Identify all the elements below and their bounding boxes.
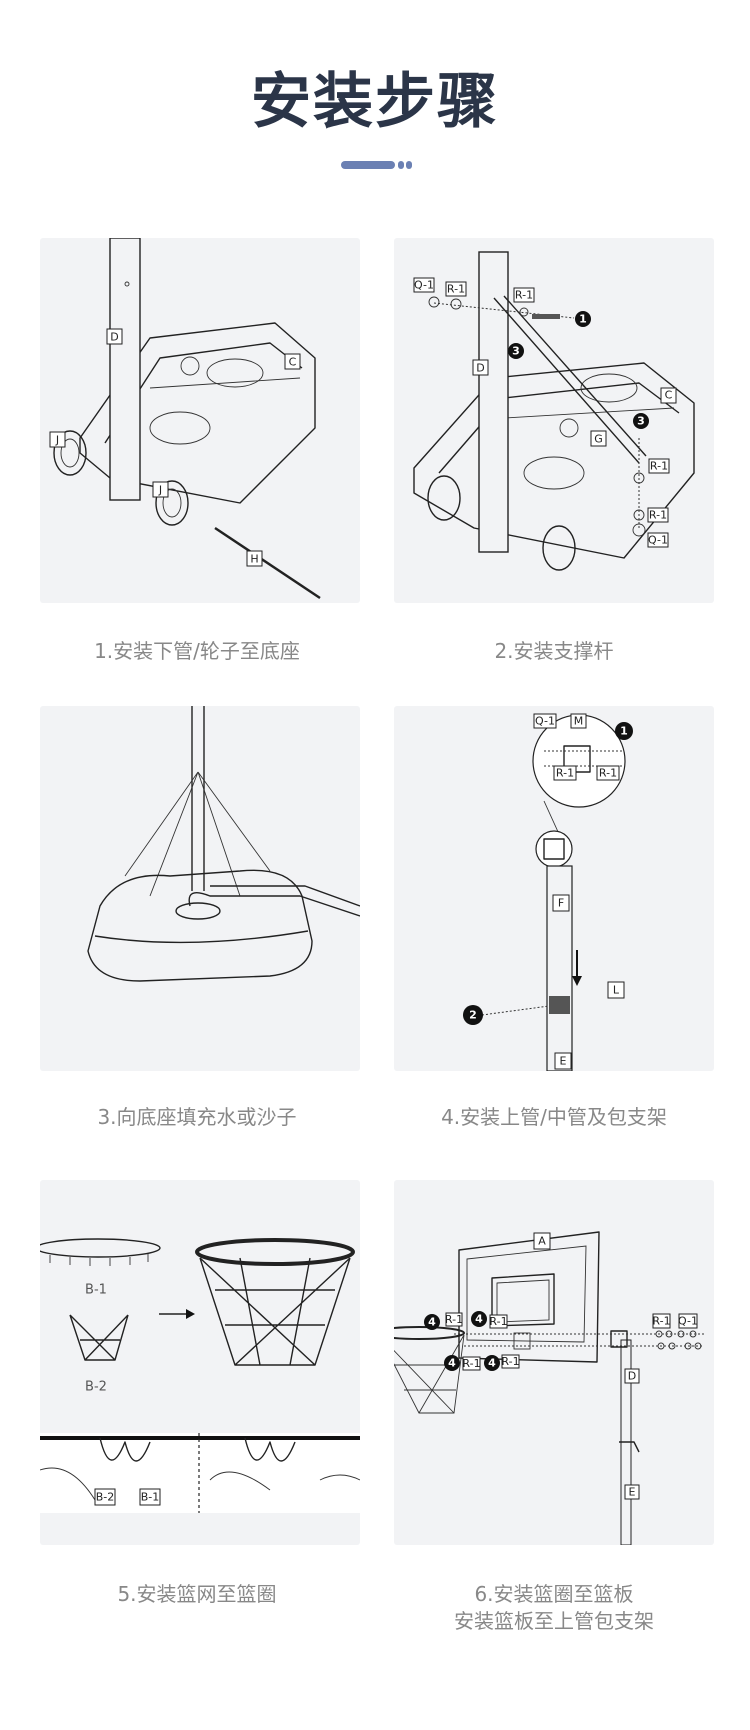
part-label-q1: Q-1 [414, 279, 434, 292]
part-label-j: J [55, 434, 59, 447]
part-label-r1: R-1 [445, 1313, 463, 1326]
part-label-r1: R-1 [501, 1355, 519, 1368]
step-3-caption: 3.向底座填充水或沙子 [97, 1105, 297, 1129]
step-5-illustration: B-1 B-2 B-2 B-1 [40, 1180, 360, 1545]
part-label-q1: Q-1 [648, 534, 668, 547]
step-6-caption-line-1: 6.安装篮圈至篮板 [474, 1582, 634, 1606]
step-number-badge: 4 [428, 1316, 436, 1329]
step-6-caption-line-2: 安装篮板至上管包支架 [454, 1609, 654, 1633]
part-label-r1: R-1 [650, 460, 668, 473]
part-label-e: E [629, 1486, 636, 1499]
step-6-illustration: 4 R-1 4 R-1 4 R-1 4 R-1 R-1 Q-1 A D E [394, 1180, 714, 1545]
step-number-badge: 4 [475, 1313, 483, 1326]
part-label-r1: R-1 [599, 767, 617, 780]
part-label-r1: R-1 [652, 1315, 670, 1328]
step-2-caption: 2.安装支撑杆 [494, 639, 614, 663]
step-number-badge: 2 [469, 1009, 477, 1022]
step-number-badge: 3 [637, 415, 645, 428]
part-label-b1: B-1 [85, 1283, 107, 1298]
part-label-c: C [289, 356, 297, 369]
part-label-m: M [574, 715, 584, 728]
step-number-badge: 1 [620, 725, 628, 738]
part-label-b1: B-1 [141, 1491, 160, 1504]
step-2-illustration: Q-1 R-1 R-1 1 D 3 C G 3 R-1 R-1 Q-1 [394, 238, 714, 603]
step-3-illustration [40, 706, 360, 1071]
part-label-d: D [476, 362, 484, 375]
part-label-b2: B-2 [85, 1380, 107, 1395]
part-label-r1: R-1 [489, 1315, 507, 1328]
title-divider-dot [406, 161, 412, 169]
step-1-illustration: D C J J H [40, 238, 360, 603]
part-label-c: C [665, 389, 673, 402]
step-number-badge: 1 [579, 313, 587, 326]
part-label-d: D [628, 1370, 636, 1383]
part-label-r1: R-1 [556, 767, 574, 780]
part-label-r1: R-1 [649, 509, 667, 522]
step-number-badge: 3 [512, 345, 520, 358]
title-divider-dot [398, 161, 404, 169]
part-label-r1: R-1 [447, 283, 465, 296]
step-number-badge: 4 [448, 1357, 456, 1370]
page-title: 安装步骤 [251, 67, 499, 137]
step-4-caption: 4.安装上管/中管及包支架 [441, 1105, 667, 1129]
part-label-q1: Q-1 [678, 1315, 698, 1328]
part-label-g: G [594, 433, 603, 446]
part-label-d: D [110, 331, 118, 344]
part-label-l: L [613, 984, 620, 997]
step-number-badge: 4 [488, 1357, 496, 1370]
part-label-r1: R-1 [462, 1357, 480, 1370]
part-label-b2: B-2 [96, 1491, 115, 1504]
part-label-q1: Q-1 [535, 715, 555, 728]
part-label-f: F [558, 897, 564, 910]
part-label-a: A [538, 1235, 546, 1248]
part-label-r1: R-1 [515, 289, 533, 302]
title-divider-bar [341, 161, 395, 169]
step-1-caption: 1.安装下管/轮子至底座 [94, 639, 300, 663]
step-5-caption: 5.安装篮网至篮圈 [117, 1582, 277, 1606]
part-label-h: H [250, 553, 258, 566]
part-label-j: J [158, 484, 162, 497]
step-4-illustration: Q-1 M 1 R-1 R-1 F L 2 E [394, 706, 714, 1071]
part-label-e: E [560, 1055, 567, 1068]
